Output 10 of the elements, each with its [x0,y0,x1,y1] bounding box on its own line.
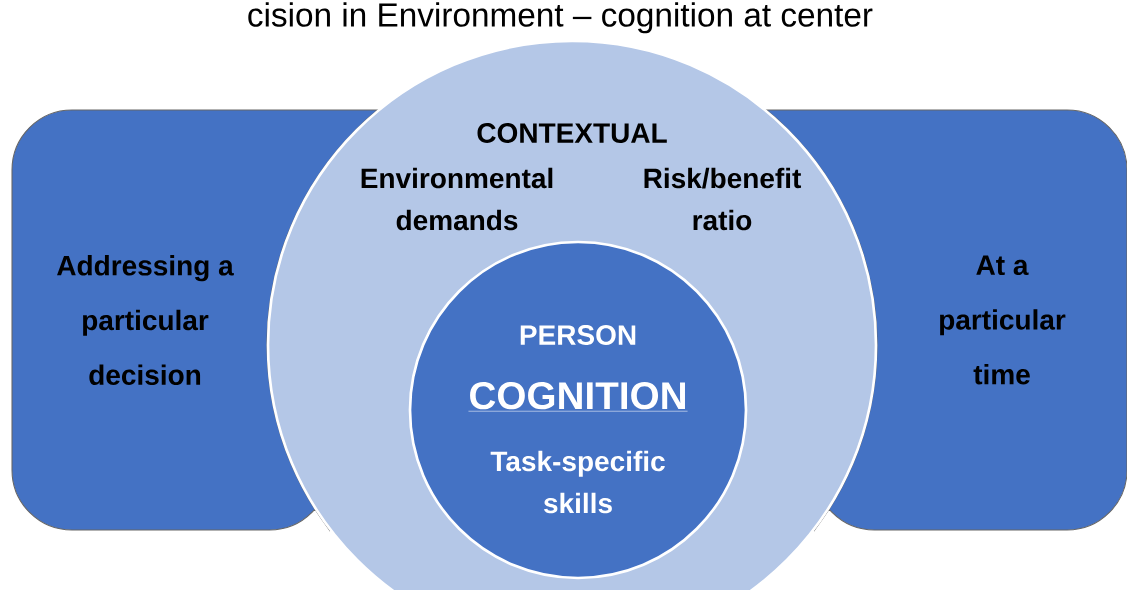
circle-heading: CONTEXTUAL [477,123,667,143]
panel-label: Addressing a particular decision [57,255,234,385]
person-circle [408,240,748,580]
circle-heading: PERSON [520,325,636,345]
title: cision in Environment – cognition at center [248,2,873,34]
circle-label: Task-specific skills [490,450,665,514]
panel-label: At a particular time [940,255,1066,385]
circle-label: Risk/benefit ratio [644,167,802,231]
circle-label: Environmental demands [361,167,553,231]
circle-heading: COGNITION [468,382,688,412]
